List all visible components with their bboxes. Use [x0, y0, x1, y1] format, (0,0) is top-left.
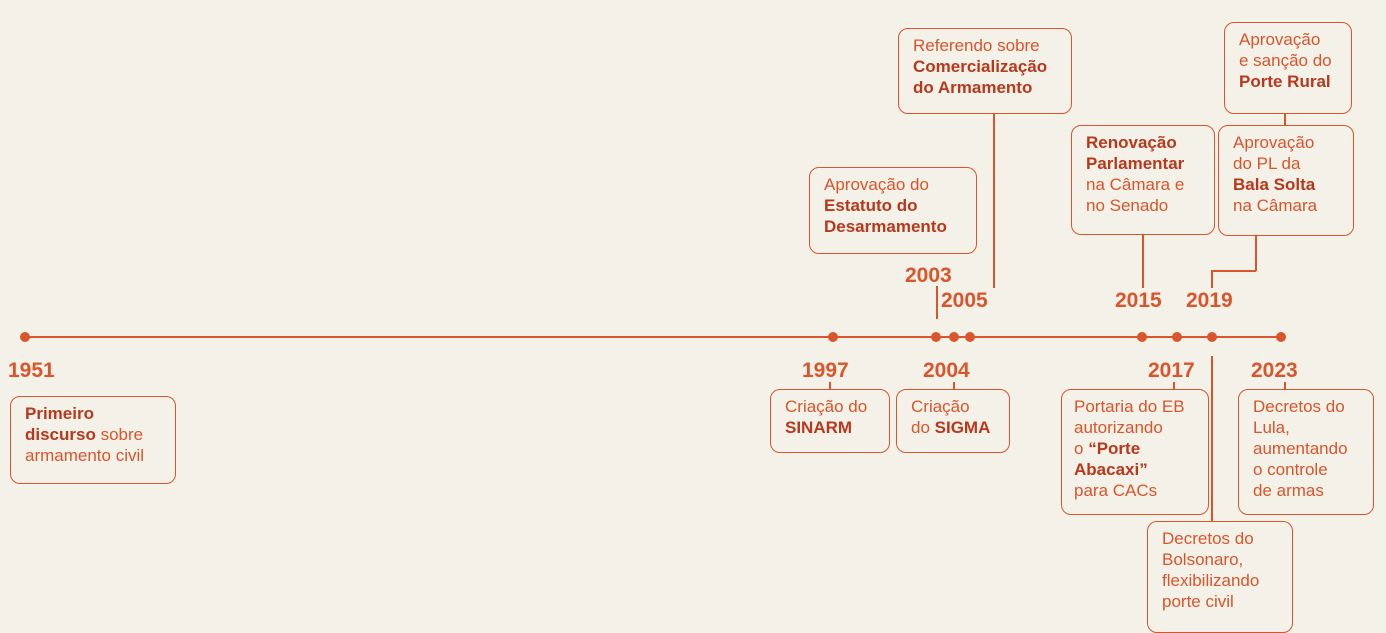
event-1951-text-1: Primeiro [25, 404, 94, 423]
event-2019-bala-text-4: na Câmara [1233, 196, 1318, 215]
event-2023-text-4: o controle [1253, 460, 1328, 479]
year-2003: 2003 [905, 264, 952, 287]
event-2023-text-2: Lula, [1253, 418, 1290, 437]
connector-2017 [1173, 382, 1175, 389]
event-2019-bala-solta-box: Aprovação do PL da Bala Solta na Câmara [1218, 125, 1354, 236]
connector-1997 [829, 382, 831, 389]
event-1997-box: Criação do SINARM [770, 389, 890, 453]
connector-2005 [993, 112, 995, 288]
dot-2004 [949, 332, 959, 342]
year-2005: 2005 [941, 289, 988, 312]
event-2004-box: Criação do SIGMA [896, 389, 1010, 453]
event-2019-bala-text-3: Bala Solta [1233, 175, 1316, 194]
event-2004-text-1: Criação [911, 397, 970, 416]
event-2015-text-4: no Senado [1086, 196, 1169, 215]
event-2015-text-2: Parlamentar [1086, 154, 1185, 173]
event-2019-bala-text-2: do PL da [1233, 154, 1301, 173]
event-2019-rural-text-1: Aprovação [1239, 30, 1321, 49]
event-2005-text-2: Comercialização [913, 57, 1048, 76]
year-2015: 2015 [1115, 289, 1162, 312]
event-2004-text-3: SIGMA [934, 418, 991, 437]
event-2017-text-1: Portaria do EB [1074, 397, 1185, 416]
dot-2005 [965, 332, 975, 342]
event-2023-text-3: aumentando [1253, 439, 1348, 458]
event-2017-text-4: “Porte [1088, 439, 1141, 458]
event-2003-box: Aprovação do Estatuto do Desarmamento [809, 167, 977, 254]
event-2004-text-2: do [911, 418, 935, 437]
event-2017-text-6: para CACs [1074, 481, 1158, 500]
connector-2004 [953, 382, 955, 389]
year-1997: 1997 [802, 359, 849, 382]
connector-2015 [1142, 235, 1144, 288]
event-1997-text-1: Criação do [785, 397, 868, 416]
event-1951-text-3: sobre [95, 425, 144, 444]
connector-2019-top-a [1211, 270, 1213, 288]
event-2019-rural-text-3: Porte Rural [1239, 72, 1331, 91]
event-2019-bolsonaro-box: Decretos do Bolsonaro, flexibilizando po… [1147, 521, 1293, 633]
event-2015-text-3: na Câmara e [1086, 175, 1185, 194]
event-2015-text-1: Renovação [1086, 133, 1177, 152]
dot-2015 [1137, 332, 1147, 342]
year-1951: 1951 [8, 359, 55, 382]
event-2023-text-5: de armas [1253, 481, 1324, 500]
event-1997-text-2: SINARM [785, 418, 853, 437]
dot-1951 [20, 332, 30, 342]
connector-2019-rural [1284, 114, 1286, 125]
event-2019-bolso-text-2: Bolsonaro, [1162, 550, 1244, 569]
year-2004: 2004 [923, 359, 970, 382]
connector-2023 [1284, 382, 1286, 389]
event-2017-text-5: Abacaxi” [1074, 460, 1148, 479]
connector-2003 [936, 286, 938, 319]
timeline-line [24, 336, 1282, 338]
event-2023-box: Decretos do Lula, aumentando o controle … [1238, 389, 1374, 515]
connector-2019-top-c [1255, 236, 1257, 271]
dot-2017 [1172, 332, 1182, 342]
event-2005-text-1: Referendo sobre [913, 36, 1040, 55]
event-2019-porte-rural-box: Aprovação e sanção do Porte Rural [1224, 22, 1352, 114]
event-2003-text-2: Estatuto do [824, 196, 918, 215]
event-1951-text-4: armamento civil [25, 446, 145, 465]
dot-1997 [828, 332, 838, 342]
event-2019-rural-text-2: e sanção do [1239, 51, 1332, 70]
event-2017-box: Portaria do EB autorizando o “Porte Abac… [1061, 389, 1209, 515]
event-2017-text-2: autorizando [1074, 418, 1163, 437]
event-2019-bala-text-1: Aprovação [1233, 133, 1315, 152]
event-2005-box: Referendo sobre Comercialização do Armam… [898, 28, 1072, 114]
event-2003-text-3: Desarmamento [824, 217, 947, 236]
connector-2019-bottom [1211, 356, 1213, 521]
year-2023: 2023 [1251, 359, 1298, 382]
event-2019-bolso-text-4: porte civil [1162, 592, 1234, 611]
event-2019-bolso-text-3: flexibilizando [1162, 571, 1260, 590]
connector-2019-top-b [1211, 270, 1256, 272]
event-2019-bolso-text-1: Decretos do [1162, 529, 1254, 548]
event-2023-text-1: Decretos do [1253, 397, 1345, 416]
year-2019: 2019 [1186, 289, 1233, 312]
year-2017: 2017 [1148, 359, 1195, 382]
event-2017-text-3: o [1074, 439, 1089, 458]
event-2015-box: Renovação Parlamentar na Câmara e no Sen… [1071, 125, 1215, 235]
event-1951-text-2: discurso [25, 425, 96, 444]
event-2003-text-1: Aprovação do [824, 175, 929, 194]
dot-2003 [931, 332, 941, 342]
dot-2023 [1276, 332, 1286, 342]
event-2005-text-3: do Armamento [913, 78, 1033, 97]
dot-2019 [1207, 332, 1217, 342]
event-1951-box: Primeiro discurso sobre armamento civil [10, 396, 176, 484]
